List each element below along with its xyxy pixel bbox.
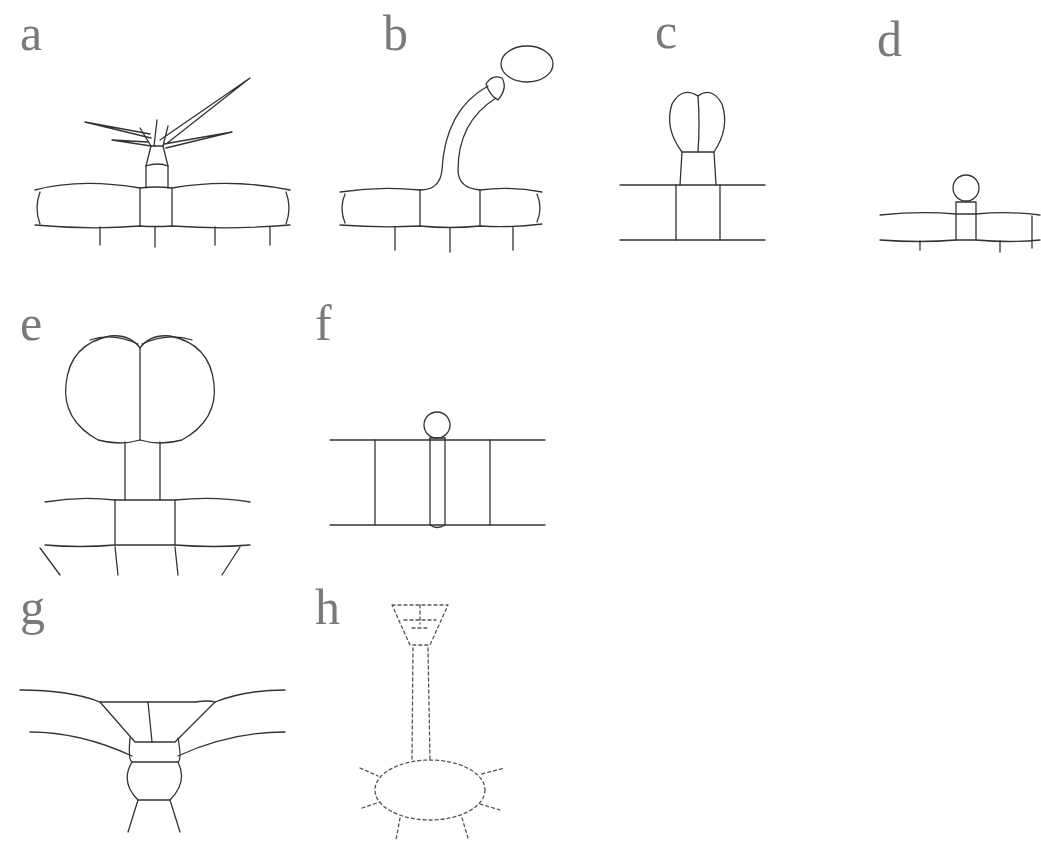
panel-letter: g xyxy=(20,582,45,632)
glandular-hair-curved xyxy=(340,46,553,252)
small-gland xyxy=(880,175,1040,252)
large-gland xyxy=(40,336,250,575)
biseriate-gland xyxy=(620,92,765,240)
panel-letter: h xyxy=(315,582,340,632)
branched-hair xyxy=(35,78,290,247)
tiny-gland xyxy=(330,412,545,528)
panel-letter: d xyxy=(877,14,902,64)
panel-letter: b xyxy=(383,8,408,58)
panel-letter: f xyxy=(315,298,332,348)
panel-letter: c xyxy=(655,6,677,56)
sunken-gland xyxy=(20,690,285,832)
panel-letter: a xyxy=(20,8,42,58)
panel-letter: e xyxy=(20,298,42,348)
stalked-gland xyxy=(360,605,505,840)
